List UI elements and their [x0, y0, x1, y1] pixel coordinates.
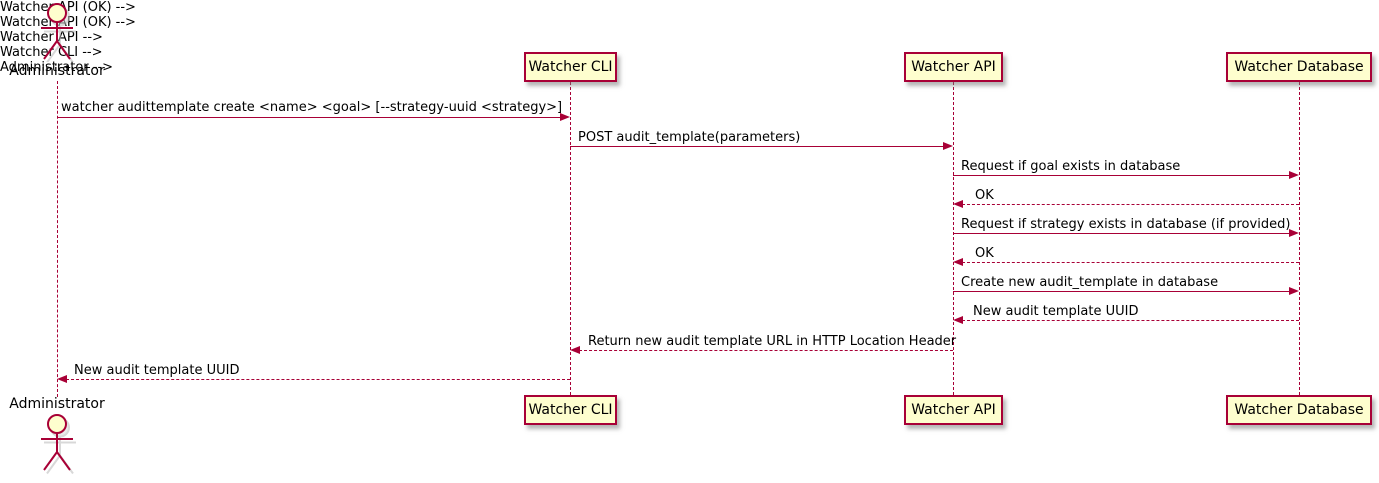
actor-icon	[41, 3, 76, 62]
arrowhead-left-icon	[953, 200, 963, 208]
actor-label-bottom: Administrator	[9, 396, 105, 412]
message-line	[953, 233, 1290, 234]
message-line	[953, 291, 1290, 292]
arrowhead-right-icon	[1289, 171, 1299, 179]
message-label: Create new audit_template in database	[961, 275, 1219, 290]
participant-watcher-cli-top: Watcher CLI	[524, 52, 617, 82]
message-label: Request if strategy exists in database (…	[961, 217, 1291, 232]
message-label: watcher audittemplate create <name> <goa…	[61, 100, 563, 115]
lifeline-watcher-database	[1299, 82, 1300, 395]
arrowhead-right-icon	[943, 142, 953, 150]
message-label: New audit template UUID	[973, 304, 1139, 319]
participant-watcher-api-top: Watcher API	[904, 52, 1003, 82]
arrowhead-right-icon	[1289, 287, 1299, 295]
arrowhead-right-icon	[560, 113, 570, 121]
message-line	[962, 204, 1299, 205]
message-label: Request if goal exists in database	[961, 159, 1181, 174]
message-line	[57, 117, 561, 118]
message-line	[579, 350, 953, 351]
arrowhead-right-icon	[1289, 229, 1299, 237]
arrowhead-left-icon	[953, 316, 963, 324]
participant-watcher-api-bottom: Watcher API	[904, 395, 1003, 425]
message-label: POST audit_template(parameters)	[578, 130, 801, 145]
message-label: Return new audit template URL in HTTP Lo…	[588, 334, 957, 349]
message-label: New audit template UUID	[74, 363, 240, 378]
participant-watcher-database-bottom: Watcher Database	[1226, 395, 1372, 425]
message-line	[962, 262, 1299, 263]
message-line	[570, 146, 944, 147]
actor-label-top: Administrator	[9, 63, 105, 79]
participant-watcher-database-top: Watcher Database	[1226, 52, 1372, 82]
message-line	[953, 175, 1290, 176]
arrowhead-left-icon	[57, 375, 67, 383]
message-label: OK	[975, 188, 994, 203]
lifeline-watcher-cli	[570, 82, 571, 395]
message-line	[66, 379, 570, 380]
message-line	[962, 320, 1299, 321]
lifeline-watcher-api	[953, 82, 954, 395]
message-label: OK	[975, 246, 994, 261]
actor-icon	[41, 414, 76, 475]
lifeline-administrator	[57, 81, 58, 397]
arrowhead-left-icon	[570, 346, 580, 354]
participant-watcher-cli-bottom: Watcher CLI	[524, 395, 617, 425]
arrowhead-left-icon	[953, 258, 963, 266]
